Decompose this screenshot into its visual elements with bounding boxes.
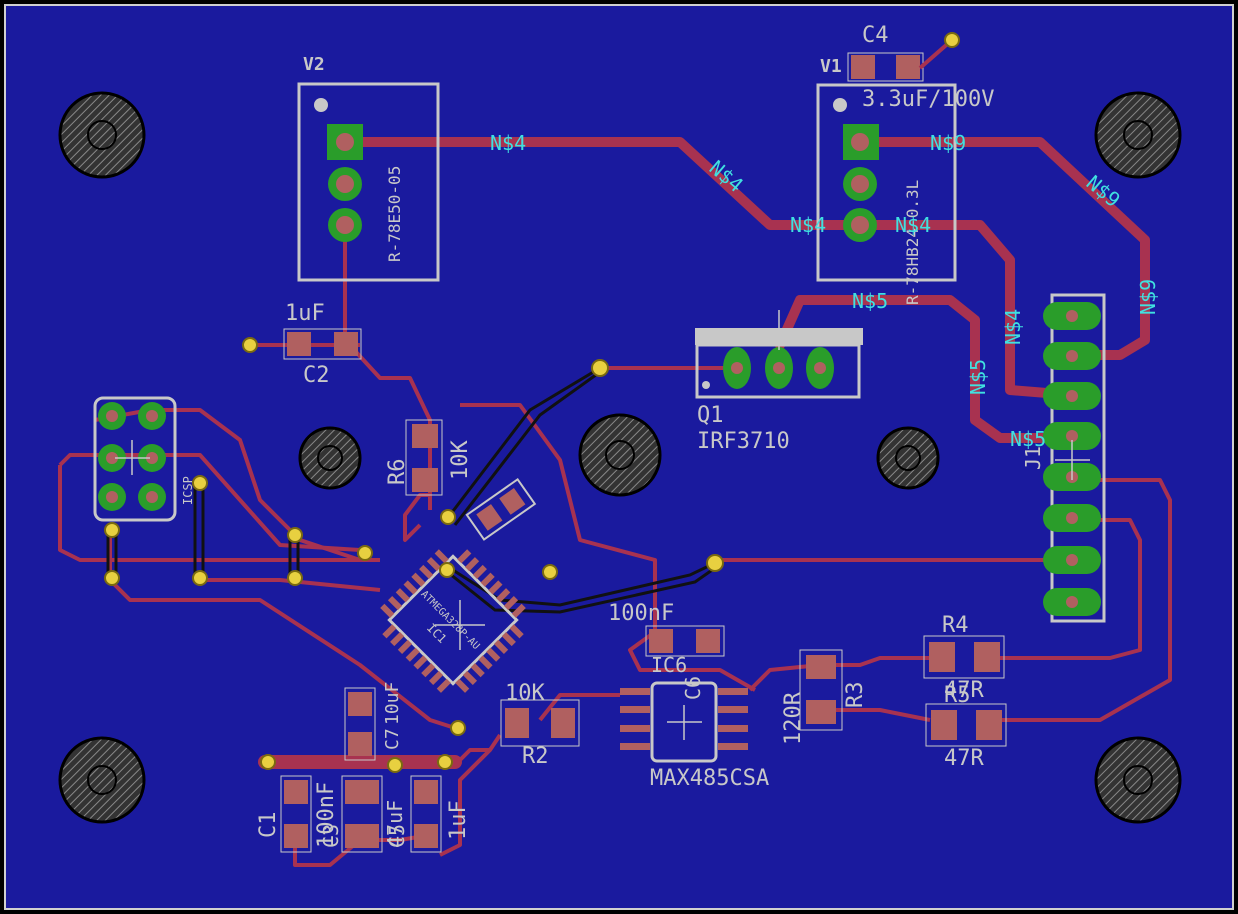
net-label: N$9 bbox=[930, 131, 966, 155]
r3-resistor[interactable]: 120R R3 bbox=[781, 649, 868, 745]
net-label: N$4 bbox=[895, 213, 931, 237]
c7-capacitor[interactable]: C7 10uF bbox=[344, 682, 403, 761]
c1-ref: C1 bbox=[256, 812, 281, 839]
c3-ref: C3 bbox=[319, 824, 343, 848]
ic6-ref: IC6 bbox=[651, 653, 687, 677]
r6-resistor[interactable]: R6 10K bbox=[385, 419, 473, 496]
c6-value: 100nF bbox=[608, 601, 674, 626]
c5-ref: C5 bbox=[385, 824, 409, 848]
v1-regulator[interactable]: V1 R-78HB24-0.3L bbox=[816, 56, 957, 305]
c3-value: 47uF bbox=[383, 800, 407, 848]
net-label: N$5 bbox=[966, 359, 990, 395]
v1-ref: V1 bbox=[820, 56, 842, 77]
r2-resistor[interactable]: 10K R2 bbox=[500, 681, 580, 769]
q1-value: IRF3710 bbox=[697, 429, 790, 454]
icsp-header[interactable]: ICSP bbox=[93, 396, 195, 522]
r4-value: 47R bbox=[944, 678, 984, 703]
c1-capacitor[interactable]: C1 100nF bbox=[256, 775, 339, 853]
net-label: N$4 bbox=[790, 213, 826, 237]
r6-ref: R6 bbox=[385, 459, 410, 486]
v2-regulator[interactable]: V2 R-78E50-05 bbox=[297, 54, 440, 282]
traces bbox=[340, 137, 1150, 443]
c4-value: 3.3uF/100V bbox=[862, 87, 994, 112]
c3-capacitor[interactable]: C3 47uF bbox=[319, 775, 407, 853]
r4-resistor[interactable]: R4 47R bbox=[923, 613, 1005, 703]
c1-value: 100nF bbox=[314, 782, 339, 848]
v1-value: R-78HB24-0.3L bbox=[903, 180, 922, 305]
c2-ref: C2 bbox=[303, 363, 330, 388]
net-label: N$4 bbox=[490, 131, 526, 155]
r5-ref: R5 bbox=[944, 683, 971, 708]
c4-ref: C4 bbox=[862, 23, 889, 48]
icsp-ref: ICSP bbox=[181, 476, 195, 505]
c5-capacitor[interactable]: C5 1uF bbox=[385, 775, 471, 853]
r2-ref: R2 bbox=[522, 744, 549, 769]
r3-value: 120R bbox=[781, 691, 806, 745]
c2-capacitor[interactable]: 1uF C2 bbox=[283, 301, 362, 388]
r3-ref: R3 bbox=[843, 682, 868, 709]
net-label: N$5 bbox=[1010, 427, 1046, 451]
q1-ref: Q1 bbox=[697, 403, 724, 428]
r5-resistor[interactable]: R5 47R bbox=[925, 683, 1007, 771]
ic6-transceiver[interactable]: IC6 MAX485CSA bbox=[620, 653, 769, 791]
net-label: N$5 bbox=[852, 289, 888, 313]
c6-ref: C6 bbox=[681, 676, 705, 700]
vias bbox=[104, 32, 960, 773]
c7-ref: C7 bbox=[382, 728, 403, 750]
v2-ref: V2 bbox=[303, 54, 325, 75]
net-label: N$9 bbox=[1136, 279, 1160, 315]
mounting-holes bbox=[58, 91, 1182, 824]
j1-ref: J1 bbox=[1021, 446, 1045, 470]
c2-value: 1uF bbox=[285, 301, 325, 326]
net-label: N$4 bbox=[1001, 309, 1025, 345]
c7-value: 10uF bbox=[382, 682, 403, 725]
r2-value: 10K bbox=[505, 681, 545, 706]
r5-value: 47R bbox=[944, 746, 984, 771]
v2-value: R-78E50-05 bbox=[385, 166, 404, 262]
ic6-value: MAX485CSA bbox=[650, 766, 769, 791]
r6-value: 10K bbox=[448, 440, 473, 480]
net-labels: N$4 N$4 N$4 N$4 N$4 N$9 N$9 N$9 N$5 N$5 … bbox=[490, 131, 1160, 451]
crystal[interactable] bbox=[465, 477, 537, 541]
c4-capacitor[interactable]: C4 3.3uF/100V bbox=[847, 23, 994, 112]
c6-capacitor[interactable]: 100nF C6 bbox=[608, 601, 725, 700]
r4-ref: R4 bbox=[942, 613, 969, 638]
c5-value: 1uF bbox=[446, 800, 471, 840]
